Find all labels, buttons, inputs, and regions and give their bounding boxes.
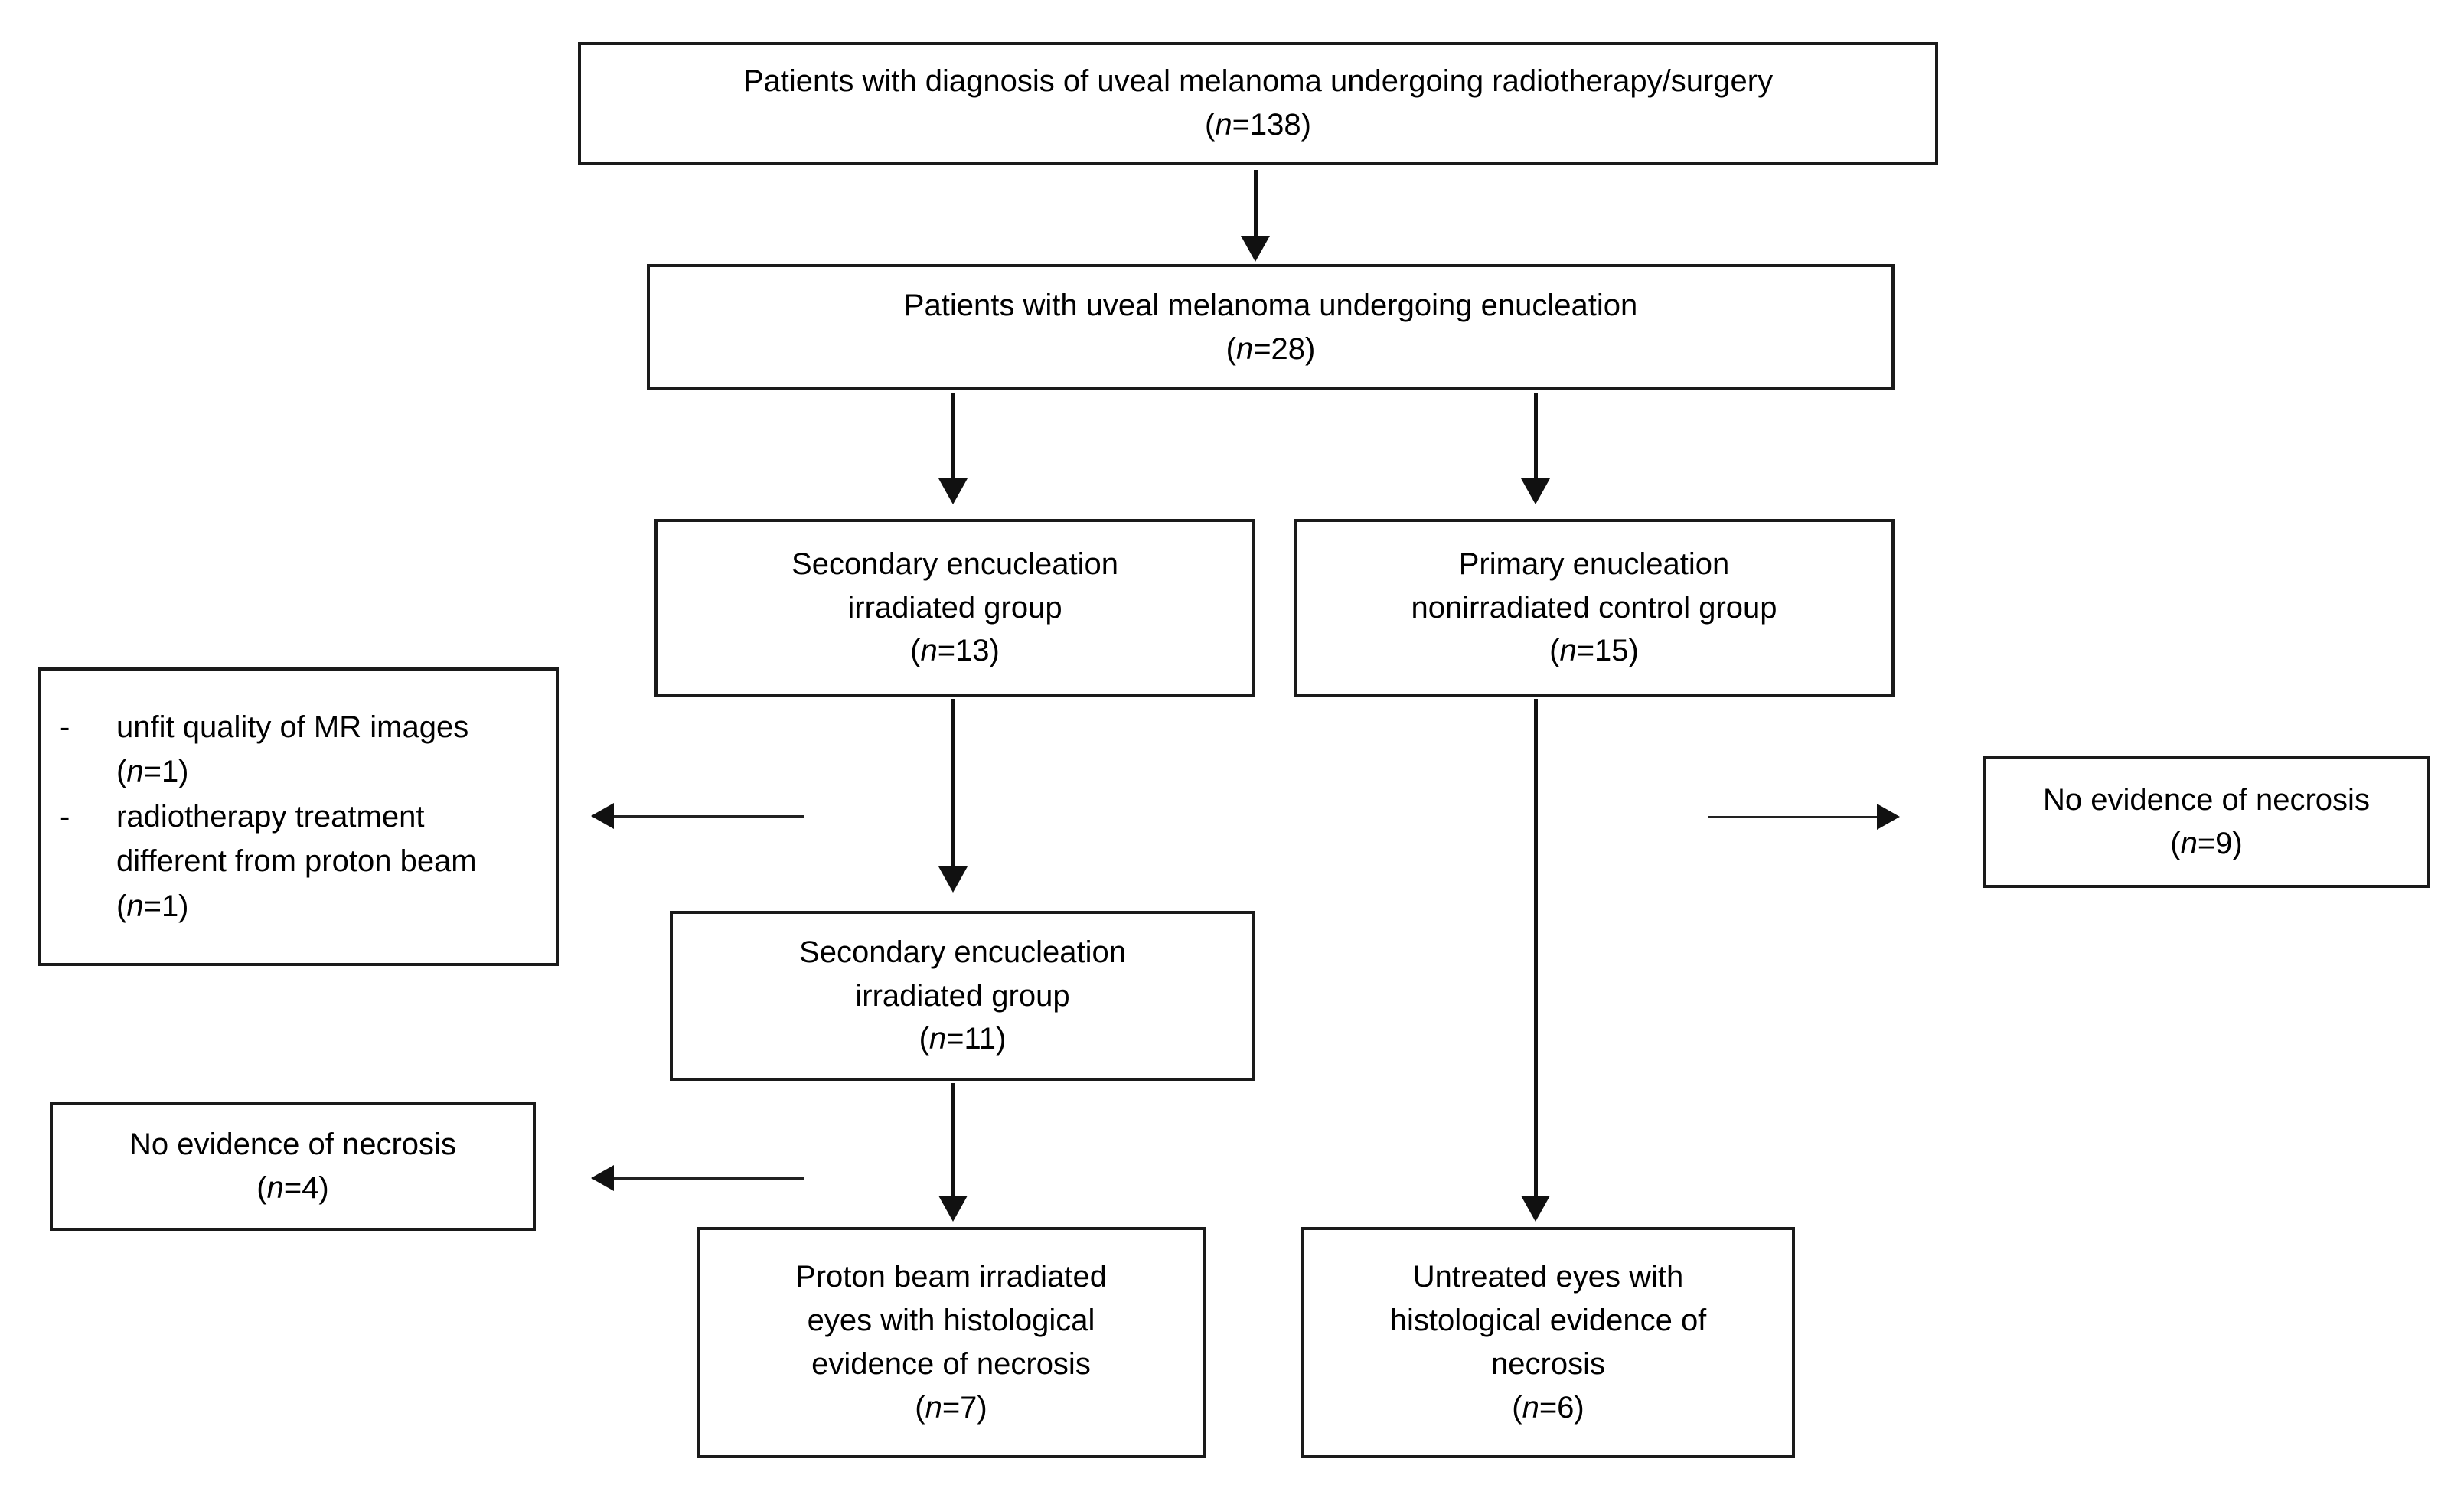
node-exclusions: - unfit quality of MR images (n=1) - rad… (38, 667, 559, 966)
arrow-primary15-to-untreated6-head (1521, 1196, 1550, 1222)
node-proton-necrosis-7: Proton beam irradiated eyes with histolo… (697, 1227, 1206, 1458)
n-symbol: n (1559, 634, 1577, 668)
arrow-primary15-to-untreated6-line (1534, 699, 1538, 1200)
node-secondary-irradiated-11-line1: Secondary encucleation (799, 935, 1126, 969)
node-secondary-irradiated-13-count: (n=13) (910, 634, 1000, 668)
node-secondary-irradiated-11: Secondary encucleation irradiated group … (670, 911, 1255, 1081)
node-total-patients-line1: Patients with diagnosis of uveal melanom… (742, 64, 1774, 99)
arrow-secondary13-to-secondary11-line (951, 699, 955, 871)
n-symbol: n (920, 634, 938, 668)
n-symbol: n (928, 1022, 947, 1056)
node-proton-necrosis-7-line2: eyes with histological (807, 1304, 1095, 1338)
n-value: =4 (283, 1171, 319, 1205)
node-no-necrosis-9: No evidence of necrosis (n=9) (1983, 756, 2430, 888)
node-no-necrosis-4-line1: No evidence of necrosis (129, 1128, 456, 1162)
arrow-secondary13-to-secondary11-head (938, 866, 968, 893)
exclusion-item-2: - radiotherapy treatment different from … (60, 795, 542, 928)
n-symbol: n (266, 1171, 284, 1205)
node-total-patients-count: (n=138) (1204, 108, 1311, 142)
node-enucleation: Patients with uveal melanoma undergoing … (647, 264, 1895, 390)
exclusion-text-2-body: radiotherapy treatment different from pr… (116, 799, 477, 923)
arrow-secondary11-to-proton7-line (951, 1083, 955, 1199)
node-primary-nonirradiated-15-line1: Primary enucleation (1458, 547, 1730, 581)
arrow-to-no-necrosis-4-line (612, 1177, 804, 1180)
node-untreated-necrosis-6: Untreated eyes with histological evidenc… (1301, 1227, 1795, 1458)
n-symbol: n (126, 889, 144, 923)
node-total-patients: Patients with diagnosis of uveal melanom… (578, 42, 1938, 165)
node-untreated-necrosis-6-line1: Untreated eyes with (1412, 1260, 1684, 1294)
arrow-to-no-necrosis-9-head (1877, 804, 1900, 830)
node-no-necrosis-9-count: (n=9) (2170, 827, 2243, 860)
n-value: =28 (1253, 331, 1306, 366)
n-value: =15 (1576, 634, 1629, 668)
node-secondary-irradiated-11-count: (n=11) (919, 1022, 1007, 1056)
node-secondary-irradiated-11-line2: irradiated group (855, 978, 1070, 1013)
node-primary-nonirradiated-15-line2: nonirradiated control group (1411, 590, 1777, 625)
exclusion-text-1-body: unfit quality of MR images ( (116, 710, 469, 789)
arrow-total-to-enucleation-head (1241, 236, 1270, 262)
exclusion-dash-1: - (60, 710, 70, 745)
arrow-enucleation-to-secondary-head (938, 478, 968, 504)
node-no-necrosis-4: No evidence of necrosis (n=4) (50, 1102, 536, 1231)
exclusion-text-1: unfit quality of MR images (n=1) (116, 705, 542, 795)
node-enucleation-line1: Patients with uveal melanoma undergoing … (903, 288, 1638, 322)
arrow-total-to-enucleation-line (1254, 170, 1258, 241)
n-symbol: n (1215, 108, 1232, 142)
node-untreated-necrosis-6-line2: histological evidence of (1389, 1304, 1707, 1338)
n-value: =13 (937, 634, 990, 668)
n-value: =138 (1232, 108, 1301, 142)
n-symbol: n (126, 755, 144, 789)
arrow-enucleation-to-primary-line (1534, 393, 1538, 483)
n-symbol: n (1522, 1390, 1539, 1425)
n-value: =9 (2197, 827, 2233, 860)
node-primary-nonirradiated-15: Primary enucleation nonirradiated contro… (1294, 519, 1895, 697)
arrow-to-exclusions-head (591, 803, 614, 829)
node-proton-necrosis-7-line1: Proton beam irradiated (795, 1260, 1107, 1294)
exclusion-dash-2: - (60, 799, 70, 834)
arrow-enucleation-to-primary-head (1521, 478, 1550, 504)
node-untreated-necrosis-6-line3: necrosis (1491, 1347, 1605, 1381)
arrow-to-no-necrosis-4-head (591, 1165, 614, 1191)
node-proton-necrosis-7-count: (n=7) (915, 1390, 987, 1425)
n-value: =11 (946, 1022, 997, 1056)
n-value: =1) (143, 755, 189, 789)
node-secondary-irradiated-13: Secondary encucleation irradiated group … (654, 519, 1255, 697)
node-primary-nonirradiated-15-count: (n=15) (1549, 634, 1639, 668)
node-proton-necrosis-7-line3: evidence of necrosis (811, 1347, 1091, 1381)
arrow-to-exclusions-line (612, 815, 804, 818)
exclusion-text-2: radiotherapy treatment different from pr… (116, 795, 542, 928)
node-no-necrosis-9-line1: No evidence of necrosis (2043, 783, 2370, 818)
n-value: =6 (1539, 1390, 1575, 1425)
n-symbol: n (925, 1390, 942, 1425)
exclusion-item-1: - unfit quality of MR images (n=1) (60, 705, 542, 795)
node-untreated-necrosis-6-count: (n=6) (1512, 1390, 1584, 1425)
node-enucleation-count: (n=28) (1225, 331, 1316, 366)
node-no-necrosis-4-count: (n=4) (256, 1171, 329, 1205)
arrow-secondary11-to-proton7-head (938, 1196, 968, 1222)
n-value: =7 (942, 1390, 977, 1425)
n-symbol: n (2180, 827, 2198, 860)
node-secondary-irradiated-13-line1: Secondary encucleation (791, 547, 1118, 581)
arrow-to-no-necrosis-9-line (1708, 816, 1898, 818)
n-symbol: n (1235, 331, 1254, 366)
n-value: =1) (143, 889, 189, 923)
arrow-enucleation-to-secondary-line (951, 393, 955, 483)
node-secondary-irradiated-13-line2: irradiated group (847, 590, 1062, 625)
